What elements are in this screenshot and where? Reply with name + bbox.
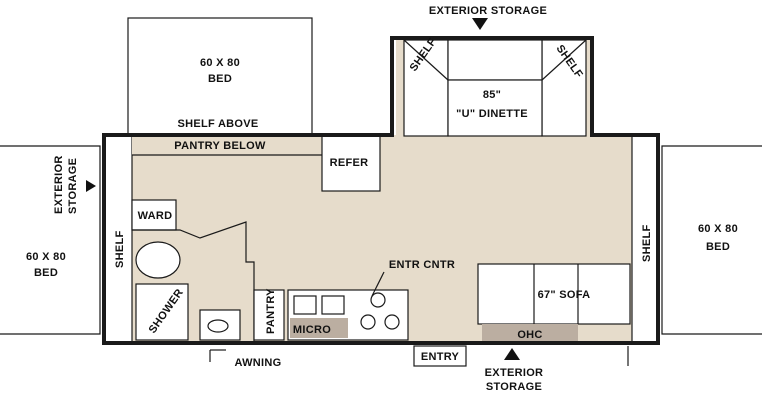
label-bed-left: BED [34,267,58,279]
bath-wall [132,221,255,343]
bed-extensions [0,17,762,335]
bathroom [131,199,255,343]
overhead-cabinet [482,324,578,342]
entr-cntr-leader [371,271,385,297]
sink-basin-1 [293,295,317,315]
top-bunk-bed [127,17,313,135]
label-bed-top-size: 60 X 80 [200,57,240,69]
label-micro: MICRO [293,324,331,336]
label-pantry-below: PANTRY BELOW [174,140,266,152]
right-bunk-bed [661,145,762,335]
storage-arrow-left [86,180,96,192]
exterior-wall [102,36,660,345]
label-refer: REFER [330,157,369,169]
label-sofa: 67" SOFA [538,289,591,301]
dinette-bench-right [541,39,587,137]
kitchen [253,271,409,341]
pantry-cabinet [253,289,285,341]
label-shelf-right: SHELF [641,224,653,262]
dinette-bench-left [403,39,449,137]
label-shelf-left: SHELF [114,230,126,268]
bath-sink [199,309,241,341]
burner [384,314,400,330]
sink-basin-2 [321,295,345,315]
storage-arrow-top [472,18,488,30]
u-dinette [403,39,587,137]
label-entry: ENTRY [421,351,460,363]
label-shelf-above: SHELF ABOVE [177,118,258,130]
label-exterior-storage-top: EXTERIOR STORAGE [429,5,547,17]
label-bed-right: BED [706,241,730,253]
label-ohc: OHC [517,329,542,341]
dinette-bench-back [447,39,543,81]
label-bed-left-size: 60 X 80 [26,251,66,263]
sofa-body [477,263,631,325]
label-exterior-storage-bottom-1: EXTERIOR [485,367,544,379]
label-dinette: "U" DINETTE [456,108,528,120]
storage-arrow-bottom [504,348,520,360]
burner [370,292,386,308]
label-bed-right-size: 60 X 80 [698,223,738,235]
burner [360,314,376,330]
label-entr-cntr: ENTR CNTR [389,259,455,271]
microwave [290,318,348,338]
pantry-below-strip [132,135,322,155]
label-exterior-storage-bottom-2: STORAGE [486,381,542,393]
label-exterior-storage-left-2: STORAGE [67,158,79,214]
sofa [477,263,631,342]
label-pantry: PANTRY [265,288,277,334]
label-dinette-size: 85" [483,89,501,101]
left-bunk-bed [0,145,101,335]
toilet [135,241,181,279]
label-exterior-storage-left-1: EXTERIOR [53,155,65,214]
shower [135,283,189,341]
label-awning: AWNING [234,357,281,369]
dinette-table [447,79,543,137]
refrigerator [321,134,381,192]
label-bed-top: BED [208,73,232,85]
wardrobe [131,199,177,231]
label-ward: WARD [138,210,173,222]
entry-door [413,345,467,367]
